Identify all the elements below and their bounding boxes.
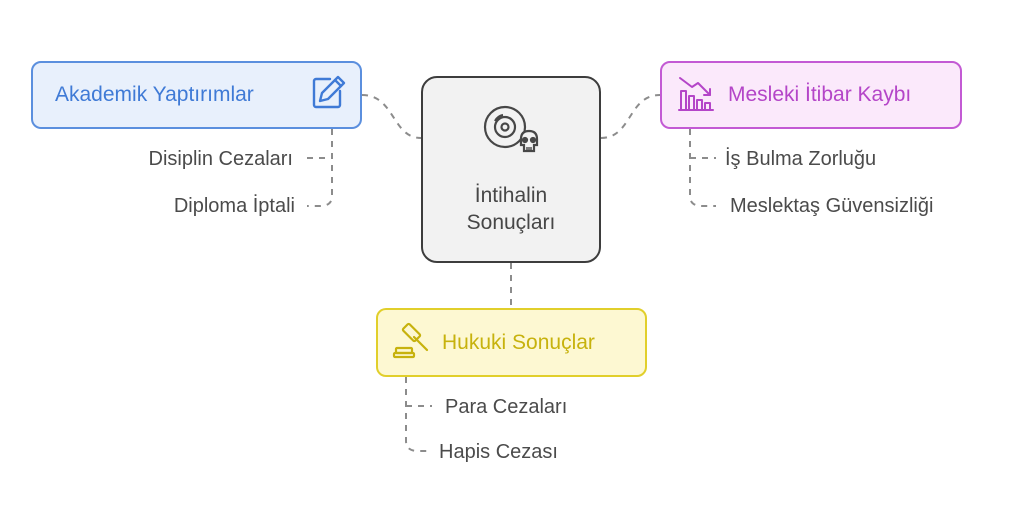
leaf-disiplin-cezalari: Disiplin Cezaları: [148, 148, 294, 170]
gavel-icon: [392, 320, 432, 365]
branch-mesleki-itibar-kaybi: Mesleki İtibar Kaybı: [660, 61, 962, 129]
connector-center-mesleki: [600, 94, 661, 139]
center-title-line1: İntihalin: [474, 184, 548, 207]
branch-hukuki-sonuclar: Hukuki Sonuçlar: [376, 308, 647, 377]
connector-center-akademik: [361, 94, 422, 139]
declining-chart-icon: [676, 73, 716, 118]
leaf-is-bulma-zorlugu: İş Bulma Zorluğu: [725, 148, 877, 170]
connector-akademik-diploma: [307, 129, 333, 207]
branch-label-mesleki: Mesleki İtibar Kaybı: [728, 83, 912, 106]
center-title-line2: Sonuçları: [466, 211, 556, 234]
branch-label-akademik: Akademik Yaptırımlar: [55, 83, 254, 106]
vinyl-skull-icon: [481, 103, 541, 168]
branch-label-hukuki: Hukuki Sonuçlar: [442, 330, 595, 354]
leaf-diploma-iptali: Diploma İptali: [173, 195, 295, 217]
pencil-square-icon: [308, 73, 348, 118]
leaf-meslektas-guvensizligi: Meslektaş Güvensizliği: [730, 195, 934, 217]
connector-mesleki-meslektas: [689, 129, 716, 207]
connector-hukuki-hapis: [405, 377, 432, 452]
leaf-hapis-cezasi: Hapis Cezası: [439, 441, 558, 463]
branch-akademik-yaptirimlar: Akademik Yaptırımlar: [31, 61, 362, 129]
leaf-para-cezalari: Para Cezaları: [445, 396, 568, 418]
center-node: İntihalin Sonuçları: [421, 76, 601, 263]
